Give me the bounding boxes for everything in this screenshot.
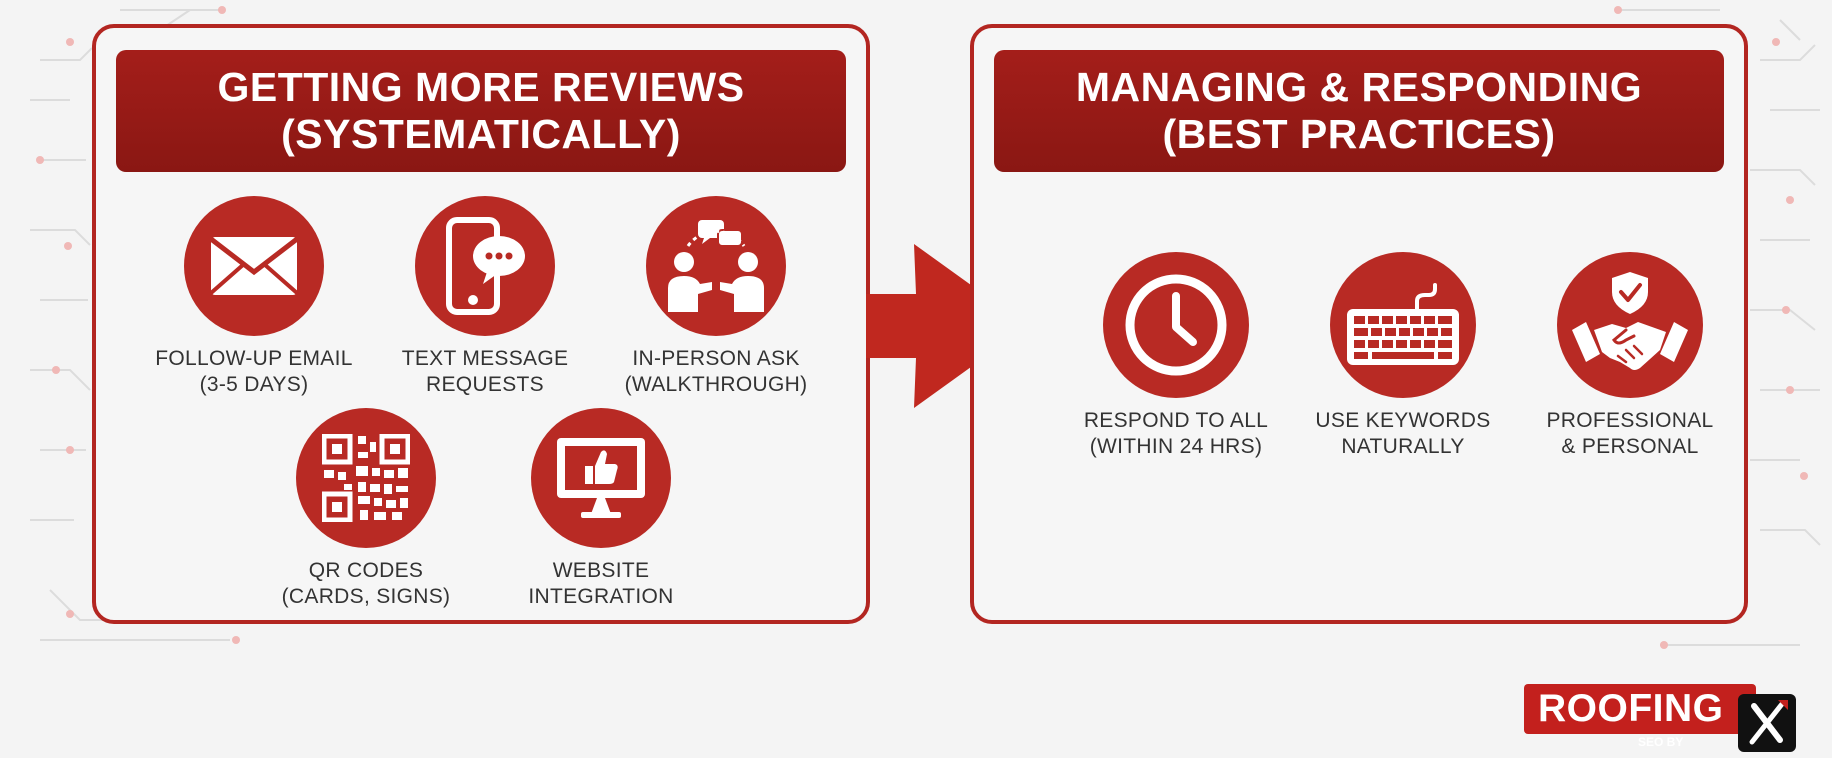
getting-reviews-header: GETTING MORE REVIEWS (SYSTEMATICALLY) — [116, 50, 846, 172]
item-sublabel: INTEGRATION — [528, 585, 674, 608]
envelope-icon — [184, 196, 324, 336]
handshake-shield-icon — [1557, 252, 1703, 398]
panel-subtitle: (SYSTEMATICALLY) — [281, 111, 681, 157]
qr-code-icon — [296, 408, 436, 548]
managing-responding-panel: MANAGING & RESPONDING (BEST PRACTICES) R… — [970, 24, 1748, 624]
item-sublabel: & PERSONAL — [1561, 435, 1699, 458]
item-label: PROFESSIONAL — [1546, 409, 1714, 432]
logo-tagline: SEO BY — [1638, 735, 1684, 749]
item-sublabel: NATURALLY — [1341, 435, 1465, 458]
panel-title: MANAGING & RESPONDING — [1075, 64, 1643, 110]
text-message-item: TEXT MESSAGE REQUESTS — [375, 196, 595, 398]
clock-icon — [1103, 252, 1249, 398]
panel-subtitle: (BEST PRACTICES) — [1162, 111, 1556, 157]
managing-responding-header: MANAGING & RESPONDING (BEST PRACTICES) — [994, 50, 1724, 172]
panel-title: GETTING MORE REVIEWS — [217, 64, 745, 110]
professional-personal-item: PROFESSIONAL & PERSONAL — [1520, 252, 1740, 460]
website-integration-item: WEBSITE INTEGRATION — [491, 408, 711, 610]
roofing-logo: ROOFING SEO BY — [1524, 684, 1796, 752]
item-sublabel: (3-5 DAYS) — [199, 373, 309, 396]
item-sublabel: (CARDS, SIGNS) — [281, 585, 451, 608]
x-mark-icon — [1738, 694, 1796, 752]
phone-chat-icon — [415, 196, 555, 336]
use-keywords-item: USE KEYWORDS NATURALLY — [1293, 252, 1513, 460]
follow-up-email-item: FOLLOW-UP EMAIL (3-5 DAYS) — [144, 196, 364, 398]
getting-reviews-panel: GETTING MORE REVIEWS (SYSTEMATICALLY) FO… — [92, 24, 870, 624]
logo-wordmark: ROOFING — [1524, 684, 1756, 734]
keyboard-icon — [1330, 252, 1476, 398]
item-label: RESPOND TO ALL — [1083, 409, 1269, 432]
respond-to-all-item: RESPOND TO ALL (WITHIN 24 HRS) — [1066, 252, 1286, 460]
item-label: QR CODES — [308, 559, 424, 582]
item-label: USE KEYWORDS — [1315, 409, 1491, 432]
qr-codes-item: QR CODES (CARDS, SIGNS) — [256, 408, 476, 610]
right-arrow-icon — [866, 244, 1028, 408]
item-sublabel: (WITHIN 24 HRS) — [1089, 435, 1263, 458]
item-label: IN-PERSON ASK — [632, 347, 800, 370]
item-label: FOLLOW-UP EMAIL — [155, 347, 353, 370]
in-person-ask-item: IN-PERSON ASK (WALKTHROUGH) — [606, 196, 826, 398]
monitor-thumbs-up-icon — [531, 408, 671, 548]
item-sublabel: REQUESTS — [426, 373, 544, 396]
item-label: TEXT MESSAGE — [401, 347, 569, 370]
item-sublabel: (WALKTHROUGH) — [624, 373, 808, 396]
item-label: WEBSITE — [552, 559, 650, 582]
people-conversation-icon — [646, 196, 786, 336]
